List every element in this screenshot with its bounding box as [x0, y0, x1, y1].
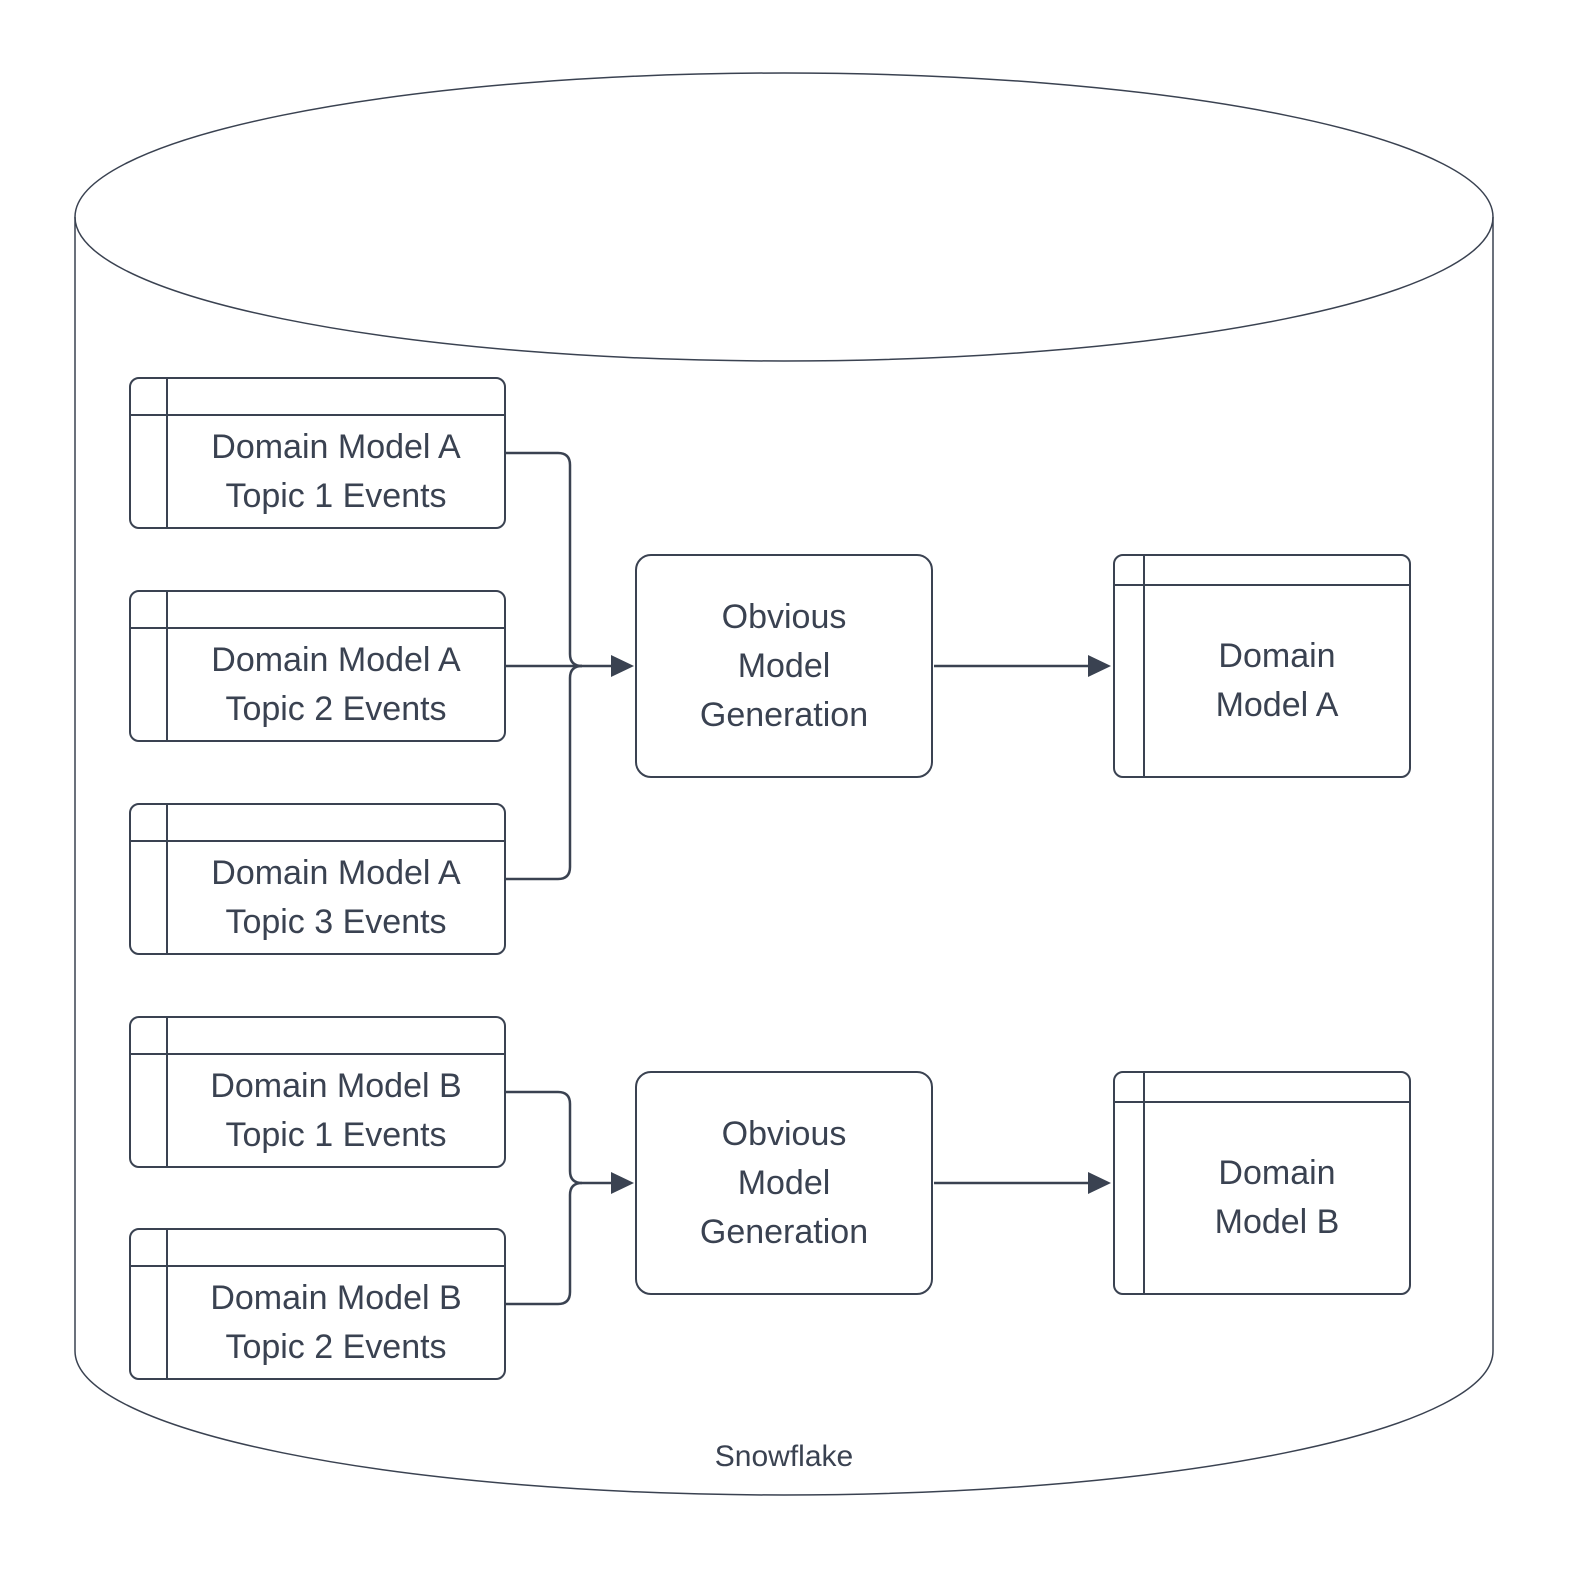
table-label: Domain Model B: [1214, 1154, 1340, 1241]
connector-a-topic1-to-merge: [506, 451, 583, 668]
table-domain-a-topic-1-events: Domain Model A Topic 1 Events: [129, 377, 506, 529]
table-domain-b-topic-2-events: Domain Model B Topic 2 Events: [129, 1228, 506, 1380]
process-label: Obvious Model Generation: [699, 597, 869, 734]
connector-b-topic1-to-merge: [506, 1090, 583, 1185]
cylinder-top-ellipse: [74, 72, 1494, 362]
connector-b-topic2-to-merge: [506, 1181, 583, 1306]
table-label: Domain Model A Topic 3 Events: [211, 853, 461, 941]
connector-a-topic3-to-merge: [506, 664, 583, 881]
table-header-divider: [131, 840, 504, 842]
table-header-divider: [1115, 1101, 1409, 1103]
table-header-divider: [131, 1053, 504, 1055]
arrowhead-a-into-model: [1088, 655, 1111, 677]
table-label: Domain Model A Topic 1 Events: [211, 427, 461, 515]
table-label: Domain Model A Topic 2 Events: [211, 640, 461, 728]
table-header-divider: [1115, 584, 1409, 586]
table-column-divider: [166, 805, 168, 953]
snowflake-cylinder: [74, 72, 1494, 1496]
table-column-divider: [166, 1018, 168, 1166]
cylinder-label: Snowflake: [714, 1440, 854, 1473]
table-domain-a-topic-3-events: Domain Model A Topic 3 Events: [129, 803, 506, 955]
table-header-divider: [131, 627, 504, 629]
table-label: Domain Model B Topic 1 Events: [210, 1066, 462, 1154]
table-header-divider: [131, 1265, 504, 1267]
table-column-divider: [166, 379, 168, 527]
process-obvious-model-generation-b: Obvious Model Generation: [635, 1071, 933, 1295]
cylinder-body: [74, 217, 1494, 1496]
table-label: Domain Model B Topic 2 Events: [210, 1278, 462, 1366]
table-header-divider: [131, 414, 504, 416]
table-domain-b-topic-1-events: Domain Model B Topic 1 Events: [129, 1016, 506, 1168]
table-column-divider: [1143, 556, 1145, 776]
table-domain-model-a: Domain Model A: [1113, 554, 1411, 778]
table-column-divider: [166, 1230, 168, 1378]
arrowhead-a-into-generation: [611, 655, 634, 677]
table-label: Domain Model A: [1215, 637, 1339, 724]
process-label: Obvious Model Generation: [699, 1114, 869, 1251]
table-domain-a-topic-2-events: Domain Model A Topic 2 Events: [129, 590, 506, 742]
table-column-divider: [1143, 1073, 1145, 1293]
arrowhead-b-into-generation: [611, 1172, 634, 1194]
arrowhead-b-into-model: [1088, 1172, 1111, 1194]
table-domain-model-b: Domain Model B: [1113, 1071, 1411, 1295]
process-obvious-model-generation-a: Obvious Model Generation: [635, 554, 933, 778]
table-column-divider: [166, 592, 168, 740]
